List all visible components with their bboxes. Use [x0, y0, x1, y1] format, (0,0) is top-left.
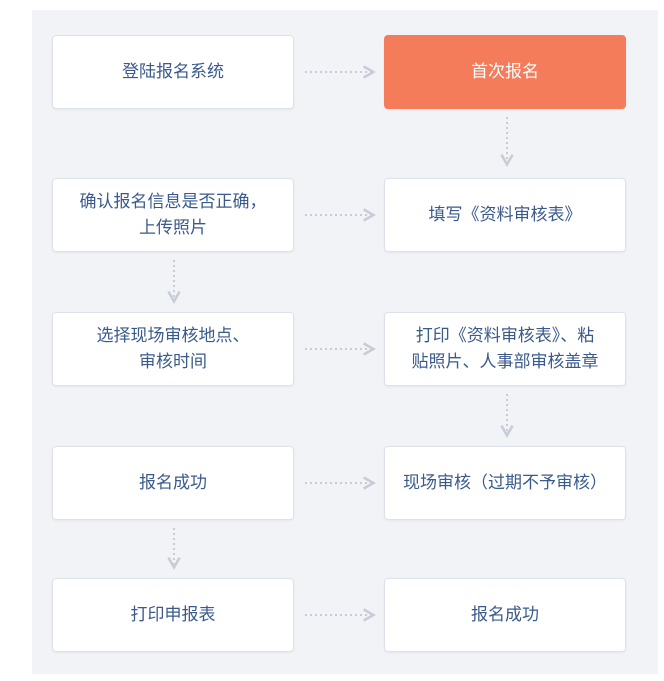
step-print-form-label: 打印《资料审核表》、粘 贴照片、人事部审核盖章 — [411, 326, 599, 372]
step-print-form: 打印《资料审核表》、粘 贴照片、人事部审核盖章 — [384, 312, 626, 386]
step-login-label: 登陆报名系统 — [122, 62, 224, 82]
step-onsite-review-label: 现场审核（过期不予审核） — [403, 473, 607, 493]
step-choose-site-label: 选择现场审核地点、 审核时间 — [96, 326, 250, 372]
step-confirm-info-label: 确认报名信息是否正确， 上传照片 — [79, 192, 267, 238]
step-print-application: 打印申报表 — [52, 578, 294, 652]
step-login: 登陆报名系统 — [52, 35, 294, 109]
step-signup-success-left-label: 报名成功 — [139, 473, 207, 493]
step-signup-success-left: 报名成功 — [52, 446, 294, 520]
step-choose-site: 选择现场审核地点、 审核时间 — [52, 312, 294, 386]
step-first-signup-label: 首次报名 — [471, 62, 539, 82]
step-first-signup: 首次报名 — [384, 35, 626, 109]
step-confirm-info: 确认报名信息是否正确， 上传照片 — [52, 178, 294, 252]
step-onsite-review: 现场审核（过期不予审核） — [384, 446, 626, 520]
step-signup-success-right: 报名成功 — [384, 578, 626, 652]
step-signup-success-right-label: 报名成功 — [471, 605, 539, 625]
step-fill-form: 填写《资料审核表》 — [384, 178, 626, 252]
step-fill-form-label: 填写《资料审核表》 — [428, 205, 582, 225]
step-print-application-label: 打印申报表 — [130, 605, 216, 625]
